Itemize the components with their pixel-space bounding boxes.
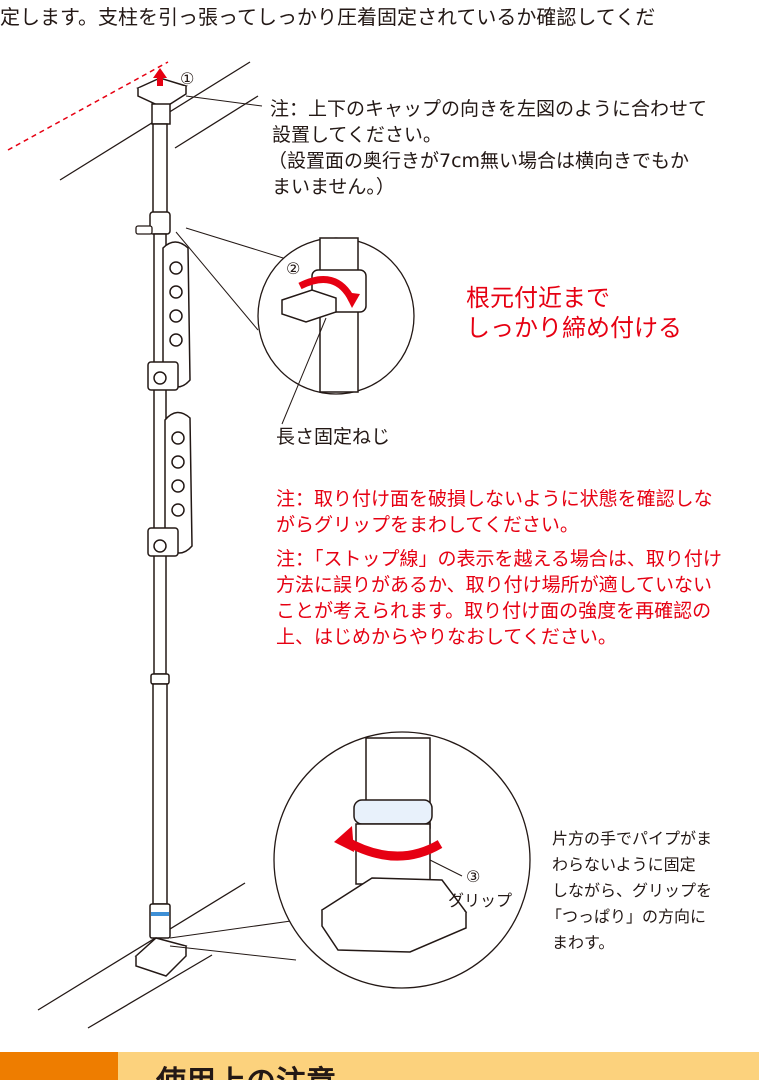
zoom-circle-clamp <box>257 237 415 395</box>
section-banner-title: 使用上の注意 <box>156 1066 336 1080</box>
top-cap <box>136 77 188 125</box>
rotate-arrow-icon <box>344 292 360 308</box>
tighten-instruction-line-2: しっかり締め付ける <box>466 314 682 342</box>
grip-instruction-line-1: 片方の手でパイプがま <box>552 829 713 848</box>
step-number-3: ③ <box>466 867 481 886</box>
step-number-2: ② <box>286 259 301 278</box>
grip-instruction-line-4: 「つっぱり」の方向に <box>546 907 707 926</box>
warning2-line-2: 方法に誤りがあるか、取り付け場所が適していない <box>276 574 713 596</box>
warning1-line-1: 注：取り付け面を破損しないように状態を確認しな <box>276 488 713 510</box>
cap-note-line-1: 注：上下のキャップの向きを左図のように合わせて <box>270 98 708 120</box>
cap-note-line-4: まいません。） <box>272 176 395 198</box>
stop-line-mark <box>151 912 169 916</box>
hanger-bar-upper <box>147 241 191 391</box>
warning2-line-4: 上、はじめからやりなおしてください。 <box>276 626 617 648</box>
warning2-line-3: ことが考えられます。取り付け面の強度を再確認の <box>276 600 712 622</box>
hanger-bar-lower <box>147 411 193 557</box>
top-instruction-text: 定します。支柱を引っ張ってしっかり圧着固定されているか確認してくだ <box>0 5 656 29</box>
grip-instruction-line-2: わらないように固定 <box>552 855 696 874</box>
floor-lines <box>37 882 246 1029</box>
warning1-line-2: がらグリップをまわしてください。 <box>276 514 579 536</box>
clamp-knob <box>135 225 153 235</box>
up-arrow-icon <box>153 68 167 86</box>
warning2-line-1: 注：「ストップ線」の表示を越える場合は、取り付け <box>276 548 722 570</box>
bottom-base <box>134 903 188 977</box>
grip-instruction-line-3: しながら、グリップを <box>552 881 713 900</box>
ceiling-edge-dashed <box>7 61 169 151</box>
step-number-1: ① <box>180 69 195 88</box>
length-fixing-screw-label: 長さ固定ねじ <box>276 426 391 448</box>
tighten-instruction-line-1: 根元付近まで <box>466 284 610 312</box>
section-banner: 使用上の注意 <box>118 1052 759 1080</box>
cap-note-line-3: （設置面の奥行きが7cm無い場合は横向きでもか <box>268 150 690 172</box>
grip-label: グリップ <box>448 891 513 910</box>
zoom-circle-grip <box>273 731 531 989</box>
cap-note-line-2: 設置してください。 <box>272 124 442 146</box>
grip-rotate-arrow-icon <box>334 826 354 852</box>
grip-instruction-line-5: まわす。 <box>552 933 615 952</box>
section-banner-accent <box>0 1052 118 1080</box>
